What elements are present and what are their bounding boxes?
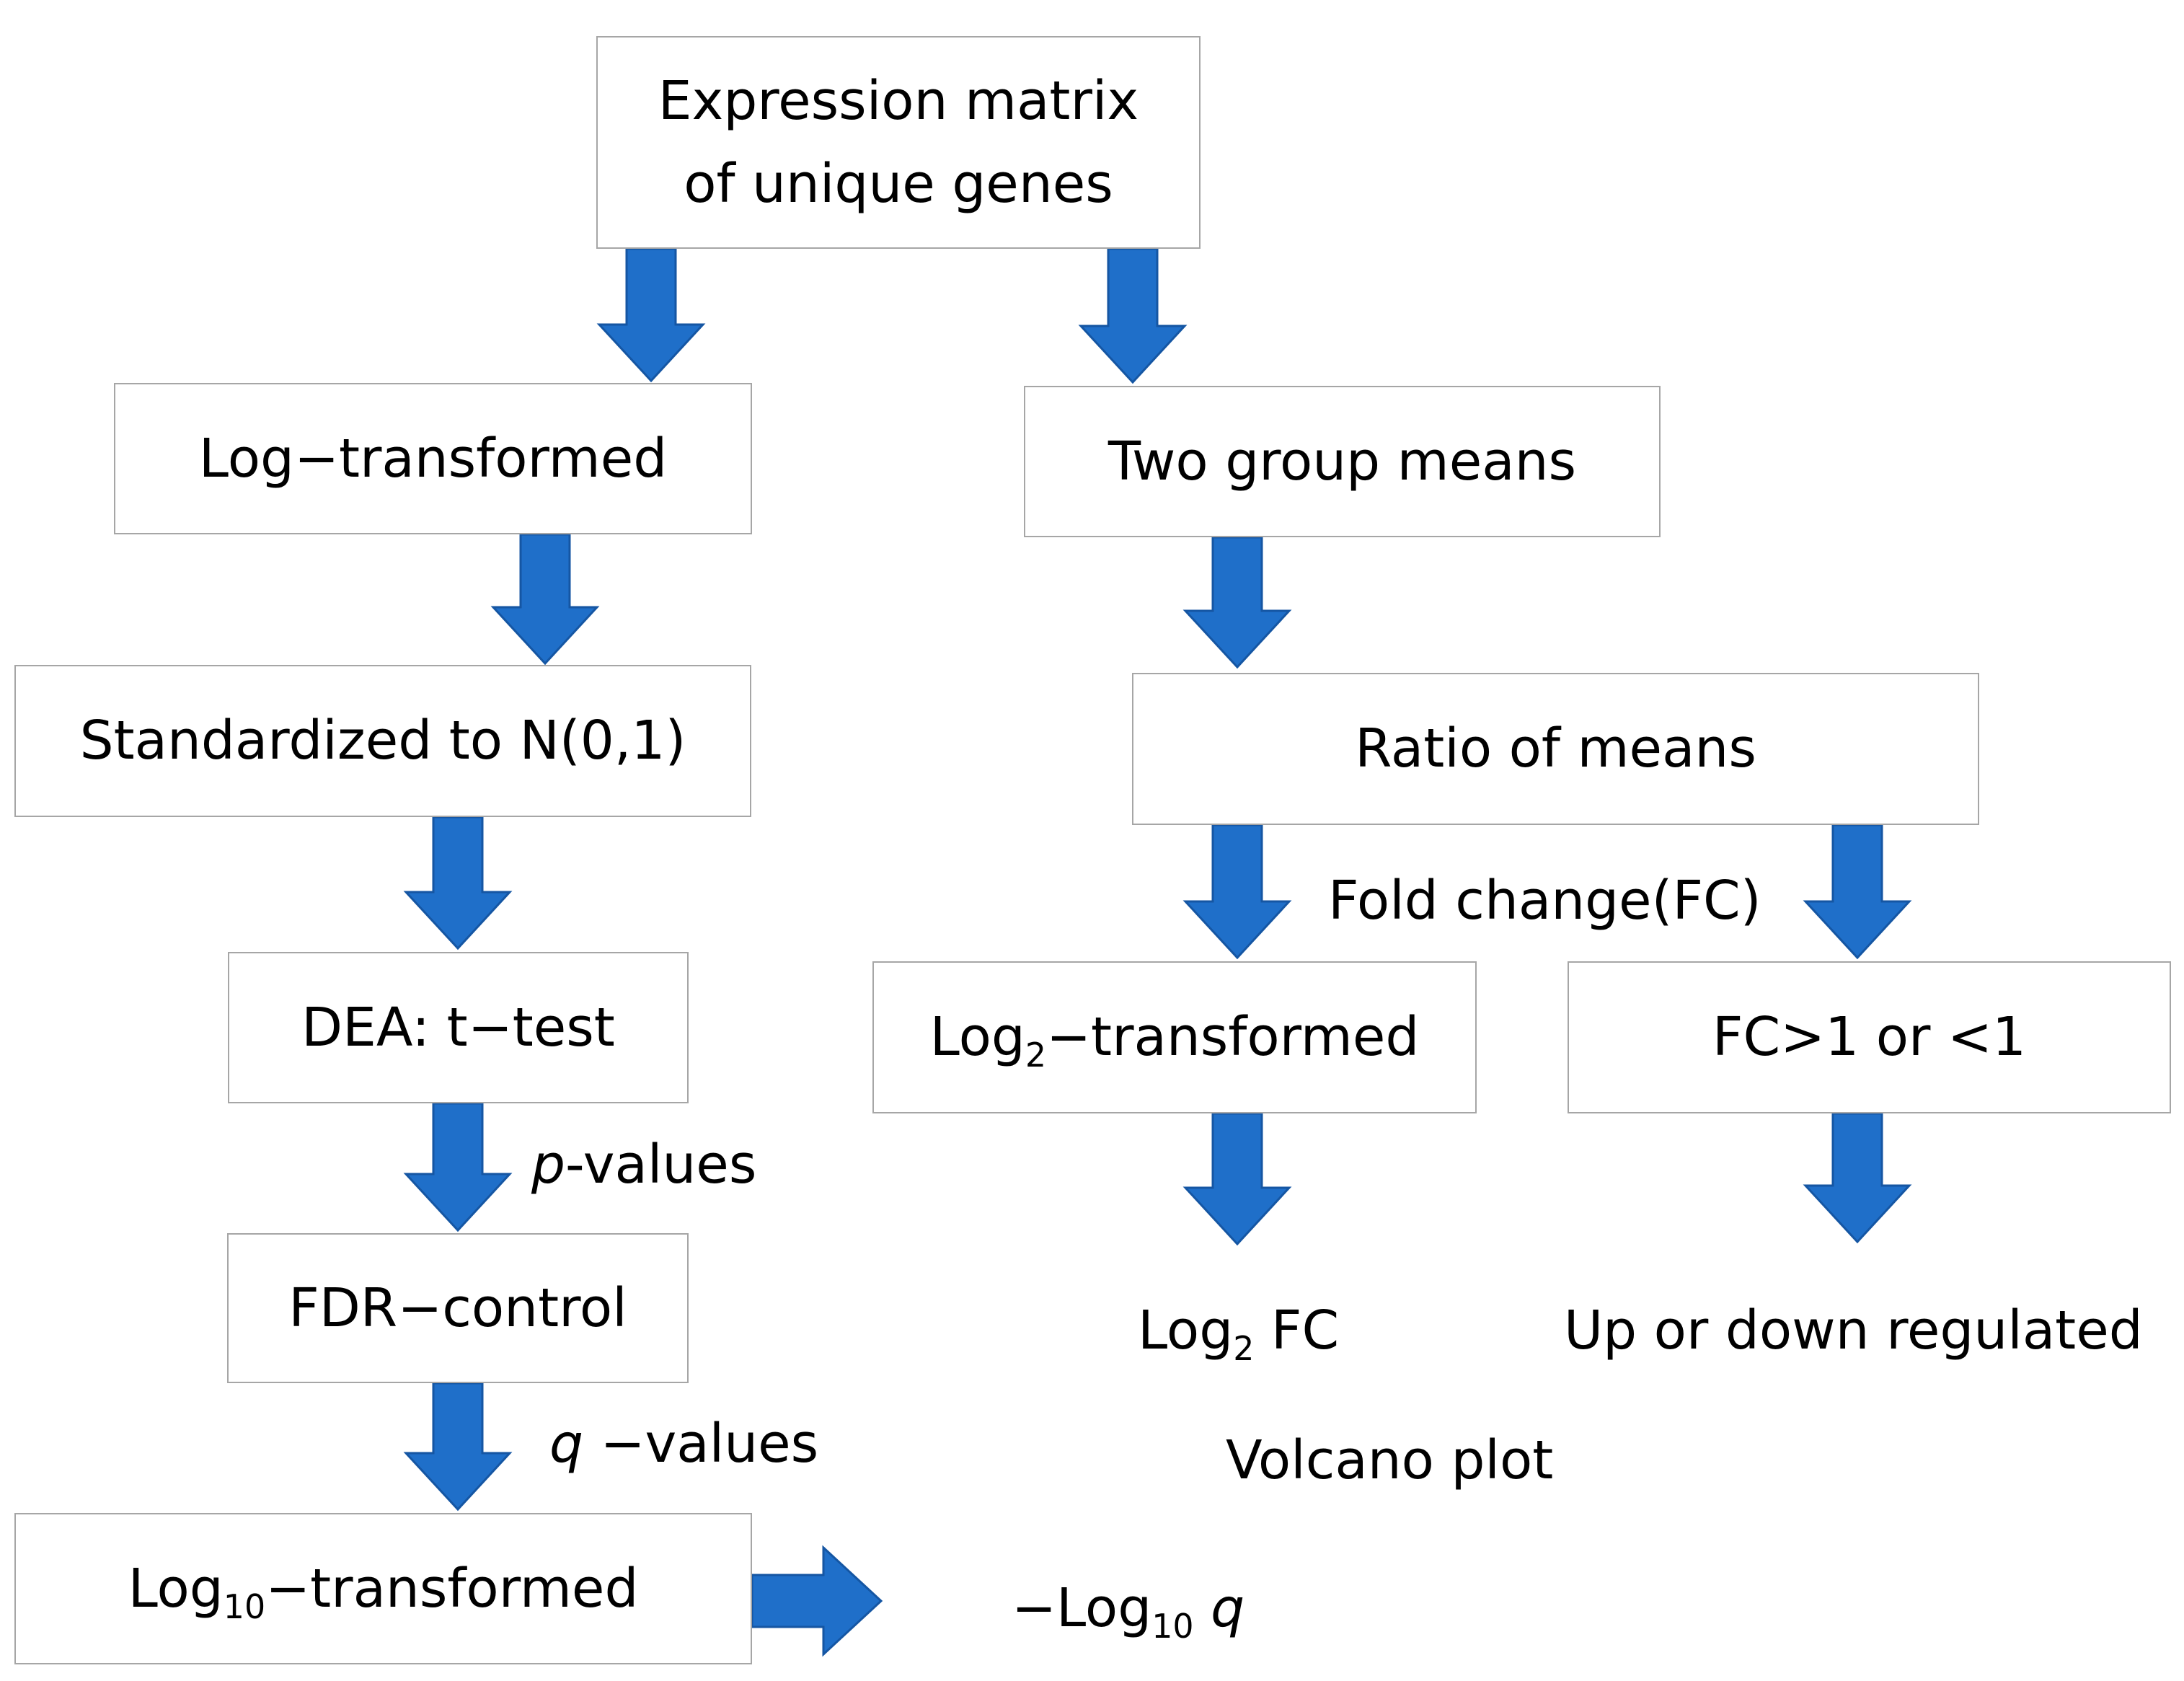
expression-matrix-label: Expression matrix of unique genes bbox=[658, 69, 1139, 215]
arrow-fdr-to-log10 bbox=[403, 1382, 513, 1512]
dea-label: DEA: t−test bbox=[301, 996, 615, 1059]
arrow-ratio-to-fc bbox=[1803, 824, 1912, 960]
log2-fc-label: Log2 FC bbox=[1138, 1300, 1340, 1369]
standardized-label: Standardized to N(0,1) bbox=[79, 710, 686, 772]
log2-transformed-label: Log2−transformed bbox=[929, 1006, 1420, 1075]
arrow-log-to-standardized bbox=[490, 533, 600, 666]
fdr-control-box: FDR−control bbox=[227, 1233, 689, 1383]
arrow-ratio-to-log2 bbox=[1182, 824, 1292, 960]
expression-matrix-box: Expression matrix of unique genes bbox=[596, 36, 1201, 249]
fc-compare-label: FC>1 or <1 bbox=[1712, 1006, 2027, 1068]
ratio-of-means-box: Ratio of means bbox=[1132, 673, 1979, 825]
two-group-means-label: Two group means bbox=[1108, 430, 1577, 493]
log10-transformed-label: Log10−transformed bbox=[128, 1557, 639, 1626]
arrow-fc-to-updown bbox=[1803, 1112, 1912, 1244]
arrow-standardized-to-dea bbox=[403, 816, 513, 950]
p-values-label: p-values bbox=[531, 1134, 757, 1196]
neg-log10-q-label: −Log10 q bbox=[1012, 1577, 1245, 1646]
up-down-label: Up or down regulated bbox=[1564, 1300, 2143, 1362]
fold-change-label: Fold change(FC) bbox=[1328, 870, 1761, 932]
arrow-matrix-to-means bbox=[1078, 247, 1188, 384]
fdr-control-label: FDR−control bbox=[288, 1276, 627, 1339]
log10-transformed-box: Log10−transformed bbox=[14, 1513, 752, 1664]
arrow-log10-to-neglog10q bbox=[751, 1545, 883, 1657]
standardized-box: Standardized to N(0,1) bbox=[14, 665, 751, 817]
q-values-label: q −values bbox=[549, 1413, 819, 1475]
arrow-means-to-ratio bbox=[1182, 536, 1292, 669]
log-transformed-box: Log−transformed bbox=[114, 383, 752, 534]
arrow-log2-to-log2fc bbox=[1182, 1112, 1292, 1246]
ratio-of-means-label: Ratio of means bbox=[1355, 718, 1756, 780]
dea-box: DEA: t−test bbox=[228, 952, 689, 1103]
log-transformed-label: Log−transformed bbox=[198, 427, 668, 490]
arrow-dea-to-fdr bbox=[403, 1102, 513, 1232]
two-group-means-box: Two group means bbox=[1024, 386, 1661, 537]
log2-transformed-box: Log2−transformed bbox=[872, 961, 1477, 1113]
volcano-plot-label: Volcano plot bbox=[1226, 1429, 1554, 1491]
arrow-matrix-to-log bbox=[596, 247, 706, 383]
fc-compare-box: FC>1 or <1 bbox=[1568, 961, 2171, 1113]
